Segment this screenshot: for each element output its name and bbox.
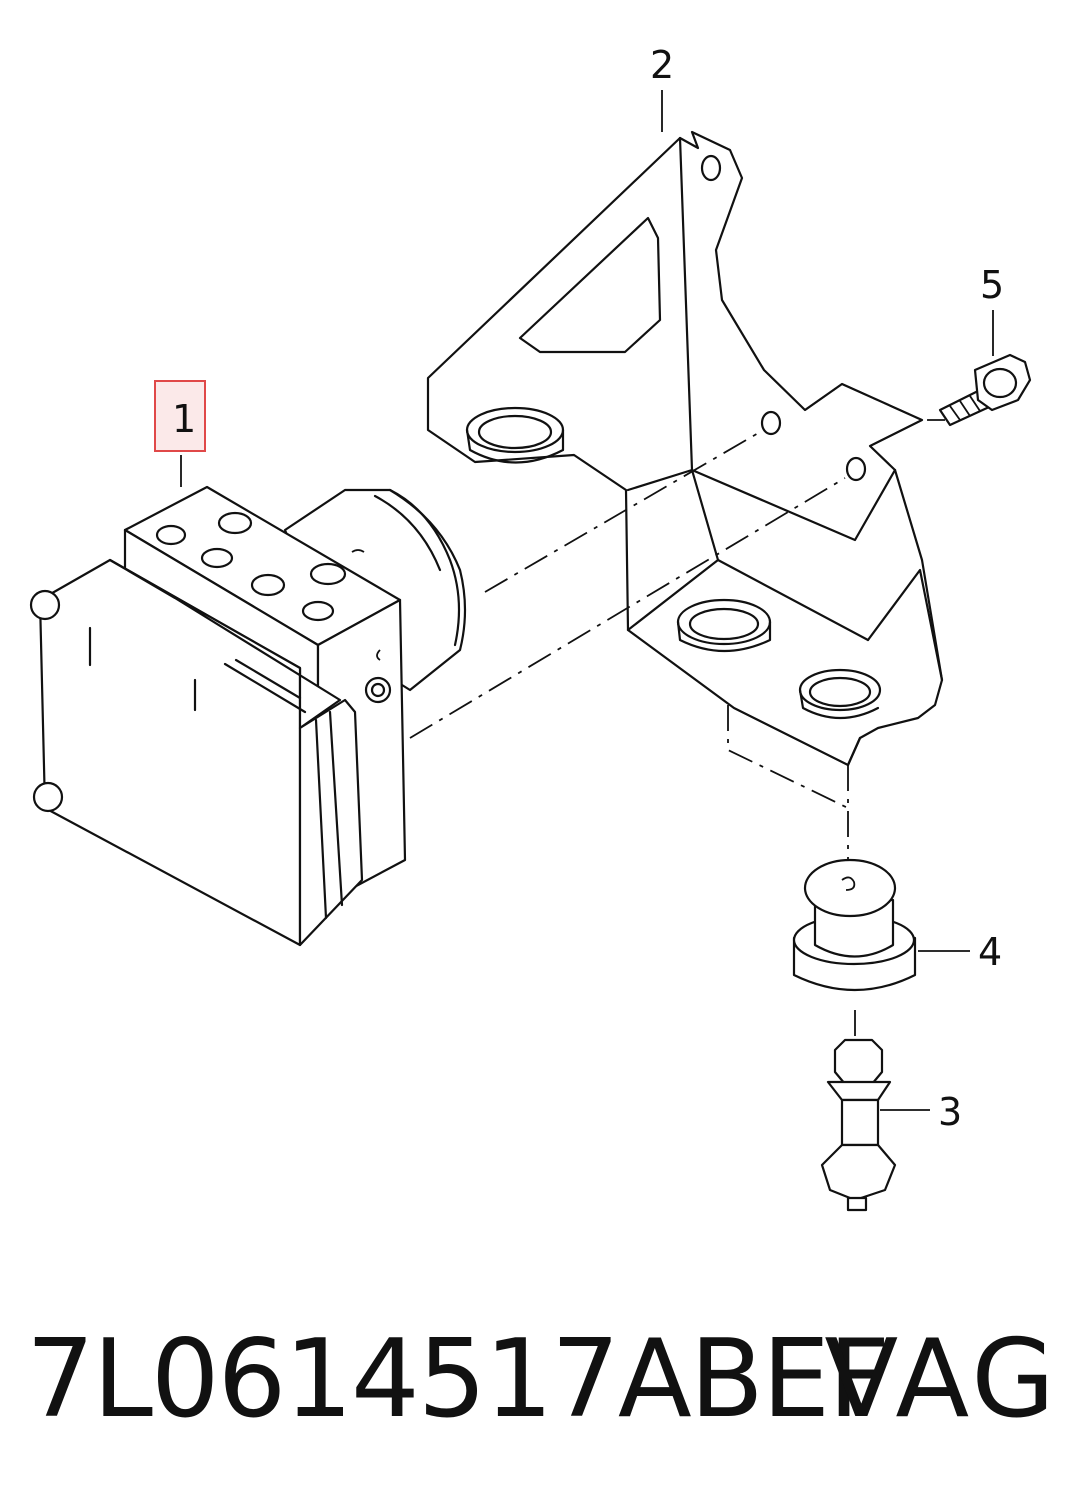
caption: 7L0614517ABEF VAG (0, 1310, 1085, 1450)
leader-lines (180, 90, 994, 1111)
callout-2[interactable]: 2 (650, 43, 674, 87)
bolt-part-5 (938, 353, 1032, 427)
callout-3[interactable]: 3 (938, 1090, 962, 1134)
rubber-mount-part-4 (792, 858, 917, 992)
abs-unit-part-1 (29, 485, 467, 947)
bracket-part-2 (426, 130, 944, 767)
part-number: 7L0614517ABEF (26, 1317, 890, 1442)
assembly-lines (409, 382, 945, 1042)
callout-1-highlight[interactable] (154, 380, 206, 452)
brand-label: VAG (824, 1317, 1059, 1442)
bolt-part-3 (820, 1038, 897, 1212)
callout-4[interactable]: 4 (978, 930, 1002, 974)
callout-1[interactable]: 1 (172, 397, 196, 441)
parts-diagram: 1 2 3 4 5 (29, 43, 1032, 1212)
callout-5[interactable]: 5 (980, 263, 1004, 307)
callout-1-highlight-fill (156, 382, 204, 450)
